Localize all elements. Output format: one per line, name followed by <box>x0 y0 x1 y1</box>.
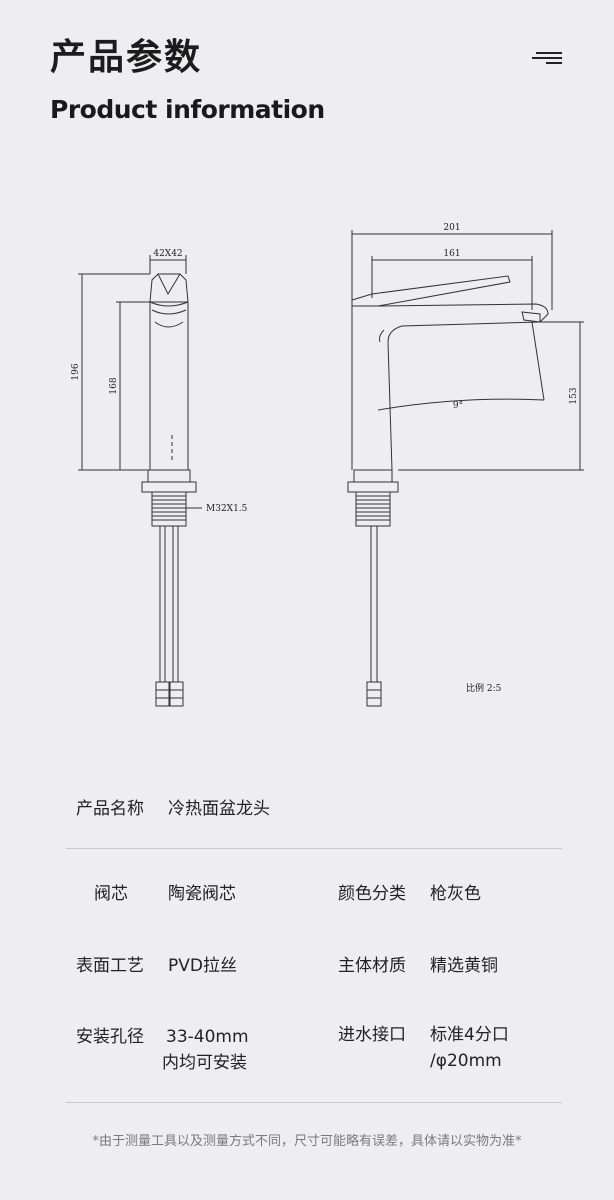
side-view <box>347 230 584 707</box>
page-subtitle: Product information <box>50 95 325 124</box>
dim-spout-height: 153 <box>569 387 579 404</box>
spec-label-hole: 安装孔径 <box>76 1027 144 1047</box>
spec-label-inlet: 进水接口 <box>338 1025 406 1045</box>
thread-lines <box>356 495 390 521</box>
spec-label-color: 颜色分类 <box>338 884 406 904</box>
dim-overall-length: 201 <box>443 223 460 233</box>
spec-label-valve: 阀芯 <box>94 884 128 904</box>
spec-label-finish: 表面工艺 <box>76 956 144 976</box>
spec-value-finish: PVD拉丝 <box>168 956 237 976</box>
divider <box>66 848 562 849</box>
spec-value-color: 枪灰色 <box>430 884 481 904</box>
dim-body-height: 168 <box>109 377 119 394</box>
spec-value-name: 冷热面盆龙头 <box>168 799 270 819</box>
dim-total-height: 196 <box>71 363 81 380</box>
thread-lines <box>152 495 186 521</box>
dim-angle: 9° <box>453 401 463 411</box>
spec-label-material: 主体材质 <box>338 956 406 976</box>
technical-drawing: 42X42 196 168 M32X1.5 201 161 153 9° 比例 … <box>71 223 584 707</box>
divider <box>66 1102 562 1103</box>
drawing-scale: 比例 2:5 <box>466 682 502 694</box>
page-title: 产品参数 <box>50 37 203 78</box>
dim-top-width: 42X42 <box>153 249 182 259</box>
dim-spout-length: 161 <box>443 249 460 259</box>
spec-value-material: 精选黄铜 <box>430 956 498 976</box>
spec-label-name: 产品名称 <box>76 799 144 819</box>
spec-value-inlet-line1: 标准4分口 <box>430 1025 509 1045</box>
spec-value-valve: 陶瓷阀芯 <box>168 884 236 904</box>
disclaimer-note: *由于测量工具以及测量方式不同，尺寸可能略有误差，具体请以实物为准* <box>92 1134 522 1149</box>
spec-value-inlet-line2: /φ20mm <box>430 1051 502 1071</box>
menu-icon-line <box>532 57 562 59</box>
spec-value-hole-line2: 内均可安装 <box>162 1053 247 1073</box>
menu-icon[interactable] <box>528 52 562 68</box>
menu-icon-line <box>546 62 562 64</box>
front-view <box>78 255 202 707</box>
spec-value-hole-line1: 33-40mm <box>166 1027 249 1047</box>
dim-thread: M32X1.5 <box>206 504 248 514</box>
menu-icon-line <box>536 52 562 54</box>
